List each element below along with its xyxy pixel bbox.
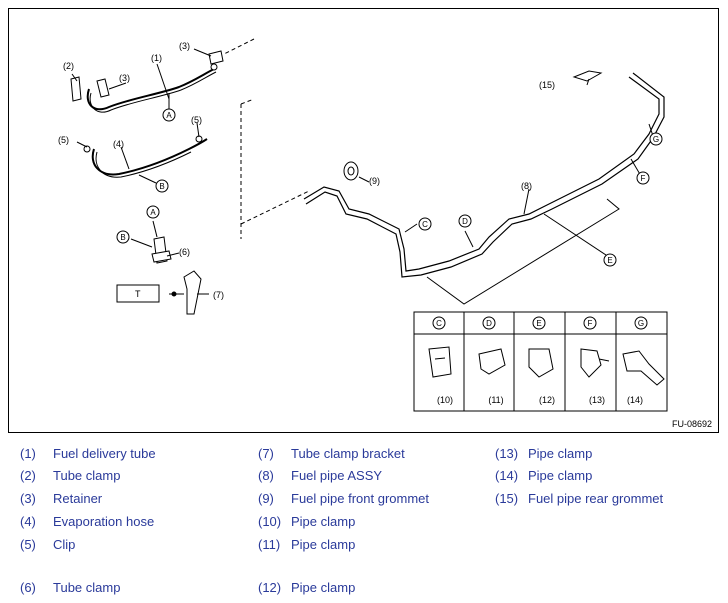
callout-2: (2) (63, 61, 74, 71)
tube-clamp-bracket-7 (183, 270, 202, 315)
legend-item: (3)Retainer (20, 491, 103, 506)
legend-item: (12)Pipe clamp (258, 580, 356, 595)
table-header-C: C (436, 319, 442, 328)
table-label-11: (11) (488, 395, 503, 405)
fuel-pipe-assy (303, 76, 660, 272)
callout-15: (15) (539, 80, 555, 90)
callout-8: (8) (521, 181, 532, 191)
break-line-right (240, 98, 255, 239)
letter-E: E (607, 256, 612, 265)
callout-6: (6) (179, 247, 190, 257)
exploded-view-diagram: A B A B C D E F G (1) (2) (3) (3) (4) (5… (58, 38, 668, 412)
letter-F: F (641, 174, 646, 183)
letter-C: C (422, 220, 428, 229)
table-header-D: D (486, 319, 492, 328)
table-label-12: (12) (539, 395, 555, 405)
callout-3-top: (3) (179, 41, 190, 51)
letter-B-mid: B (120, 233, 125, 242)
break-line-upper (223, 38, 255, 55)
callout-1: (1) (151, 53, 162, 63)
circle-A-top (162, 108, 176, 122)
legend-item: (14)Pipe clamp (495, 468, 593, 483)
circle-F (636, 171, 650, 185)
diagram-frame: A B A B C D E F G (1) (2) (3) (3) (4) (5… (8, 8, 719, 433)
letter-A-top: A (166, 111, 172, 120)
table-header-E: E (536, 319, 541, 328)
table-label-14: (14) (627, 395, 643, 405)
legend-item: (9)Fuel pipe front grommet (258, 491, 430, 506)
callout-4: (4) (113, 139, 124, 149)
legend-item: (7)Tube clamp bracket (258, 446, 405, 461)
clip-5-left (83, 145, 91, 153)
legend-item: (10)Pipe clamp (258, 514, 356, 529)
callout-5-right: (5) (191, 115, 202, 125)
legend-item: (2)Tube clamp (20, 468, 121, 483)
callout-7: (7) (213, 290, 224, 300)
circle-D (458, 214, 472, 228)
fuel-pipe-rear-grommet (572, 70, 603, 82)
circle-C (418, 217, 432, 231)
callout-9: (9) (369, 176, 380, 186)
circle-B-top (155, 179, 169, 193)
circle-G (649, 132, 663, 146)
legend-item: (4)Evaporation hose (20, 514, 155, 529)
table-header-G: G (638, 319, 644, 328)
torque-box (116, 284, 160, 303)
figure-code: FU-08692 (671, 419, 712, 429)
tube-clamp-2 (70, 76, 82, 102)
legend-item: (8)Fuel pipe ASSY (258, 468, 383, 483)
table-label-10: (10) (437, 395, 453, 405)
legend-item: (5)Clip (20, 537, 76, 552)
legend-item: (6)Tube clamp (20, 580, 121, 595)
table-header-F: F (588, 319, 593, 328)
legend-item: (1)Fuel delivery tube (20, 446, 156, 461)
circle-E (603, 253, 617, 267)
letter-G: G (653, 135, 659, 144)
retainer-3-top (208, 50, 224, 65)
letter-D: D (462, 217, 468, 226)
callout-5-left: (5) (58, 135, 69, 145)
callout-3-left: (3) (119, 73, 130, 83)
break-line-lower (240, 190, 310, 225)
circle-B-mid (116, 230, 130, 244)
legend-item: (15)Fuel pipe rear grommet (495, 491, 664, 506)
circle-A-mid (146, 205, 160, 219)
table-label-13: (13) (589, 395, 605, 405)
legend-item: (11)Pipe clamp (258, 537, 356, 552)
letter-B-top: B (159, 182, 164, 191)
legend-item: (13)Pipe clamp (495, 446, 593, 461)
letter-A-mid: A (150, 208, 156, 217)
torque-label: T (135, 289, 141, 299)
evaporation-hose (91, 138, 208, 176)
detail-table (413, 311, 668, 412)
